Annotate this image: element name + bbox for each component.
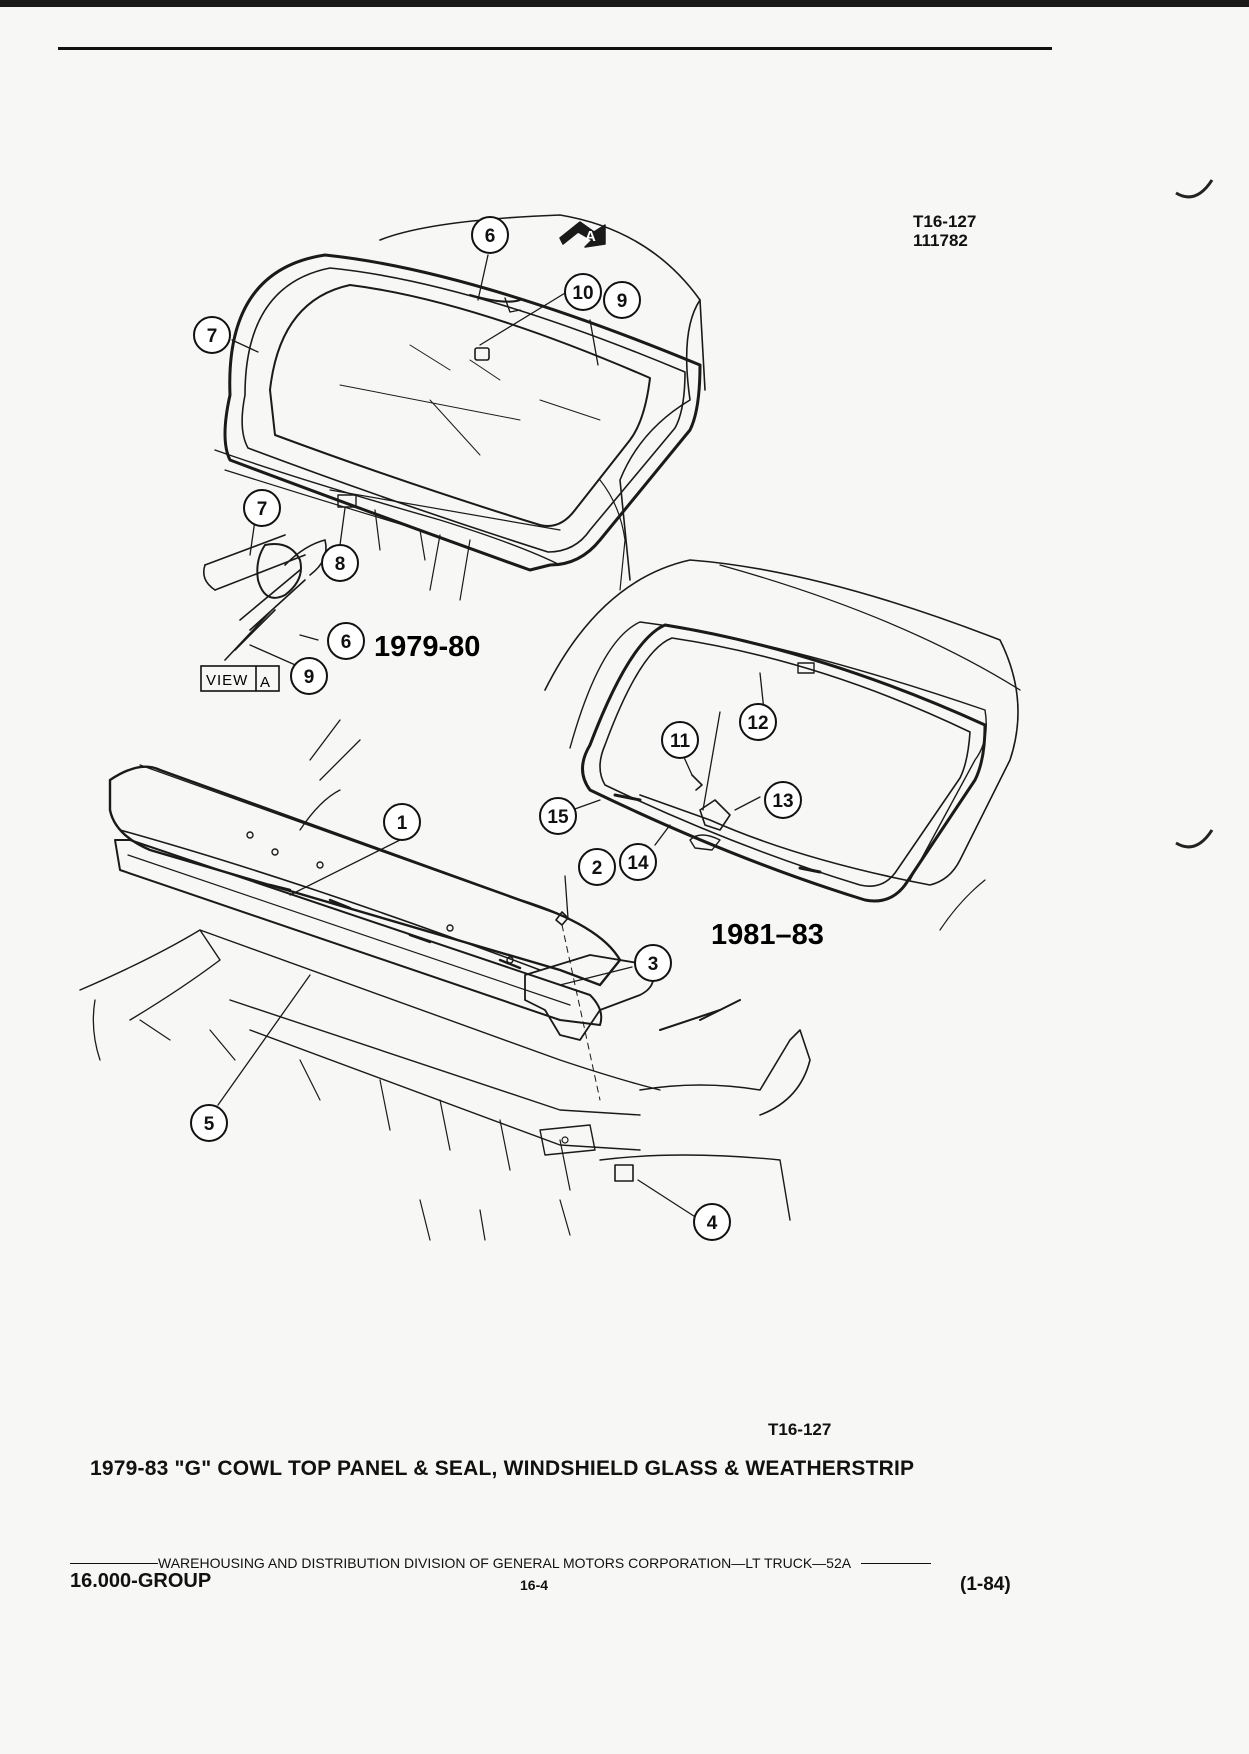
callout-3: 3 xyxy=(634,944,672,982)
callout-9-top: 9 xyxy=(603,281,641,319)
leader-lines xyxy=(217,254,766,1221)
callout-10: 10 xyxy=(564,273,602,311)
windshield-1981-83 xyxy=(544,559,1021,931)
binder-marks xyxy=(1175,179,1214,849)
figure-reference: T16-127 111782 xyxy=(913,212,976,250)
callout-1: 1 xyxy=(383,803,421,841)
svg-text:10: 10 xyxy=(572,283,593,304)
footer-dash-left xyxy=(70,1562,158,1564)
year-label-1981-83: 1981–83 xyxy=(711,919,824,951)
callout-7-main: 7 xyxy=(193,316,231,354)
cowl-top-panel xyxy=(79,719,811,1241)
view-arrow-letter: A xyxy=(585,228,597,245)
svg-text:7: 7 xyxy=(257,499,268,520)
callout-13: 13 xyxy=(764,781,802,819)
svg-text:9: 9 xyxy=(304,667,315,688)
svg-text:3: 3 xyxy=(648,954,659,975)
callout-7-view: 7 xyxy=(243,489,281,527)
callout-4: 4 xyxy=(693,1203,731,1241)
revision-date: (1-84) xyxy=(960,1574,1011,1595)
callout-15: 15 xyxy=(539,797,577,835)
svg-text:5: 5 xyxy=(204,1114,215,1135)
year-label-1979-80: 1979-80 xyxy=(374,631,480,663)
callout-11: 11 xyxy=(661,721,699,759)
callout-2: 2 xyxy=(578,848,616,886)
svg-text:6: 6 xyxy=(341,632,352,653)
figure-code: T16-127 xyxy=(768,1420,832,1439)
callout-5: 5 xyxy=(190,1104,228,1142)
callout-8: 8 xyxy=(321,544,359,582)
view-a-detail xyxy=(202,534,327,661)
header-rule xyxy=(58,47,1052,50)
footer-text: WAREHOUSING AND DISTRIBUTION DIVISION OF… xyxy=(158,1555,852,1571)
svg-text:2: 2 xyxy=(592,858,603,879)
callout-6-top: 6 xyxy=(471,216,509,254)
parts-diagram: 6 7 10 9 7 8 6 9 11 12 13 15 1 2 14 3 5 … xyxy=(79,179,1214,1241)
svg-text:9: 9 xyxy=(617,291,628,312)
callout-markers: 6 7 10 9 7 8 6 9 11 12 13 15 1 2 14 3 5 … xyxy=(190,216,802,1241)
callout-14: 14 xyxy=(619,843,657,881)
page-number: 16-4 xyxy=(520,1577,549,1593)
view-label: VIEW xyxy=(206,672,248,689)
figure-caption: 1979-83 "G" COWL TOP PANEL & SEAL, WINDS… xyxy=(90,1457,915,1480)
svg-text:1: 1 xyxy=(397,813,408,834)
callout-9-view: 9 xyxy=(290,657,328,695)
view-letter: A xyxy=(260,674,271,691)
svg-text:13: 13 xyxy=(772,791,793,812)
svg-text:6: 6 xyxy=(485,226,496,247)
callout-6-view: 6 xyxy=(327,622,365,660)
footer-line: WAREHOUSING AND DISTRIBUTION DIVISION OF… xyxy=(70,1555,1020,1571)
callout-12: 12 xyxy=(739,703,777,741)
footer-dash-right xyxy=(861,1562,932,1564)
view-a-arrow-icon xyxy=(559,221,606,248)
svg-text:8: 8 xyxy=(335,554,346,575)
group-label: 16.000-GROUP xyxy=(70,1570,212,1592)
svg-text:11: 11 xyxy=(670,731,691,752)
svg-text:7: 7 xyxy=(207,326,218,347)
svg-text:14: 14 xyxy=(627,853,649,874)
figure-ref-code: T16-127 xyxy=(913,212,977,231)
svg-text:4: 4 xyxy=(707,1213,718,1234)
svg-text:12: 12 xyxy=(747,713,768,734)
figure-ref-number: 111782 xyxy=(913,231,968,250)
windshield-1979-80 xyxy=(214,214,706,601)
svg-text:15: 15 xyxy=(547,807,569,828)
view-a-box: VIEW A xyxy=(200,665,280,692)
top-border xyxy=(0,0,1249,7)
